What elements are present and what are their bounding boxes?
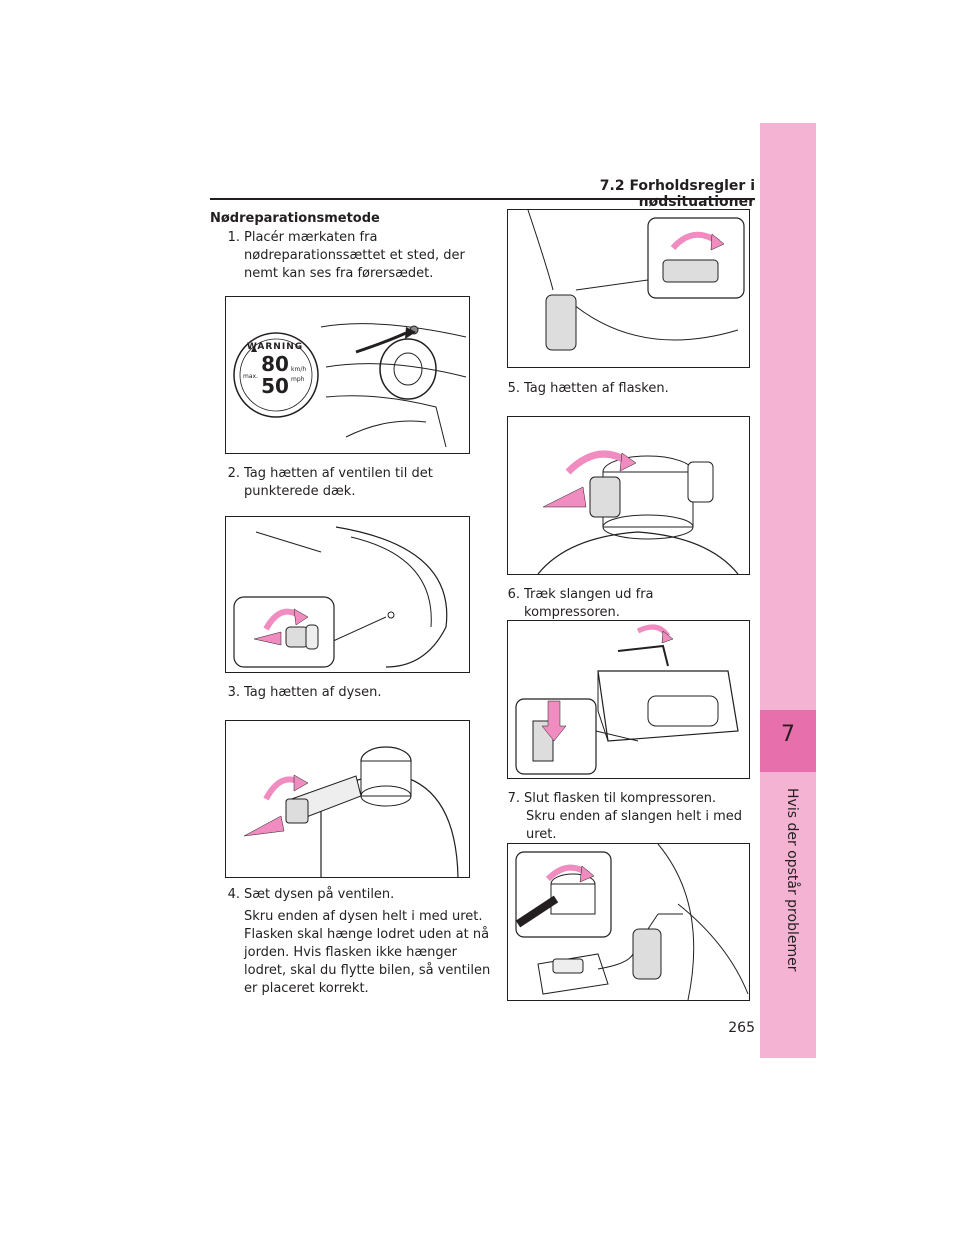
note-line: Skru enden af dysen helt i med uret. [244, 909, 483, 924]
step-number: 3. [227, 685, 240, 700]
note-line: er placeret korrekt. [244, 981, 369, 996]
note-line: lodret, skal du flytte bilen, så ventile… [244, 963, 491, 978]
figure-sticker-placement [225, 296, 470, 454]
step-text-line: nødreparationssættet et sted, der [244, 248, 465, 263]
step-number: 1. [227, 230, 240, 245]
step-4-note: Skru enden af dysen helt i med uret. Fla… [244, 908, 504, 998]
step-number: 5. [507, 381, 520, 396]
figure-nozzle-cap [225, 720, 470, 878]
note-line: Flasken skal hænge lodret uden at nå [244, 927, 490, 942]
step-7-note: Skru enden af slangen helt i med uret. [526, 808, 766, 844]
note-line: jorden. Hvis flasken ikke hænger [244, 945, 457, 960]
warning-sticker: WARNING ▲ 80 50 km/h mph max. [235, 336, 315, 416]
unit-kmh: km/h [291, 366, 307, 373]
figure-valve-cap [225, 516, 470, 673]
header-divider [210, 198, 755, 200]
speed-min-value: 50 [261, 374, 289, 398]
step-text-line: nemt kan ses fra førersædet. [244, 266, 434, 281]
max-label: max. [243, 373, 258, 380]
step-number: 2. [227, 466, 240, 481]
warning-triangle-icon: ▲ [251, 344, 258, 353]
warning-label: WARNING [246, 342, 304, 352]
step-text-line: Sæt dysen på ventilen. [244, 887, 395, 902]
step-number: 6. [507, 587, 520, 602]
step-number: 4. [227, 887, 240, 902]
chapter-number-block [760, 710, 816, 772]
section-heading: Nødreparationsmetode [210, 211, 380, 226]
step-text-line: punkterede dæk. [244, 484, 356, 499]
chapter-side-tab [760, 123, 816, 1058]
step-text-line: Placér mærkaten fra [244, 230, 378, 245]
unit-mph: mph [291, 376, 305, 383]
figure-attach-nozzle [507, 209, 750, 368]
step-number: 7. [507, 791, 520, 806]
page-number: 265 [728, 1020, 755, 1036]
note-line: Skru enden af slangen helt i med uret. [526, 809, 742, 842]
step-text-line: Træk slangen ud fra kompressoren. [524, 587, 654, 620]
figure-bottle-cap [507, 416, 750, 575]
step-text-line: Tag hætten af ventilen til det [244, 466, 433, 481]
step-text-line: Slut flasken til kompressoren. [524, 791, 717, 806]
step-text-line: Tag hætten af flasken. [524, 381, 669, 396]
chapter-number: 7 [781, 722, 795, 747]
figure-connect-compressor [507, 843, 750, 1001]
section-header-title: 7.2 Forholdsregler i nødsituationer [599, 178, 755, 210]
step-text-line: Tag hætten af dysen. [244, 685, 382, 700]
speed-max-value: 80 [261, 352, 289, 376]
chapter-label: Hvis der opstår problemer [784, 788, 800, 972]
figure-compressor-hose [507, 620, 750, 779]
